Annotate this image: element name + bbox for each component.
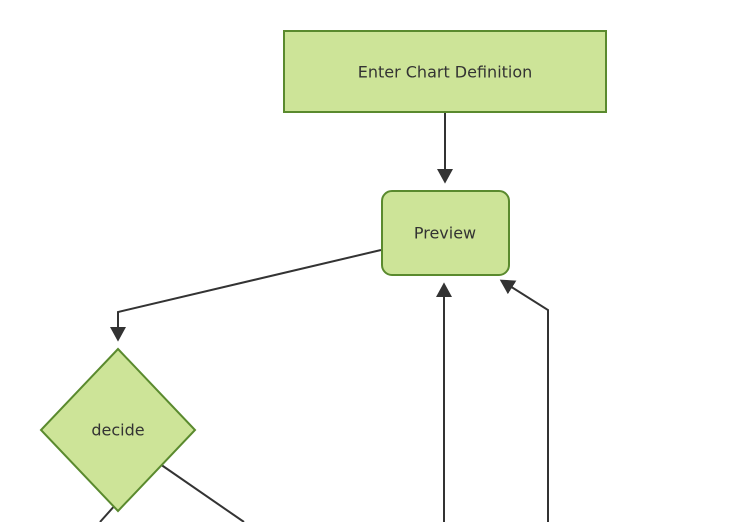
node-decide-label: decide [91, 421, 144, 440]
node-enter-chart-definition-shape[interactable] [283, 30, 607, 113]
node-preview-label: Preview [414, 224, 476, 243]
node-enter-chart-definition-label: Enter Chart Definition [358, 63, 533, 82]
edge-return-right-to-preview [499, 279, 549, 522]
node-decide[interactable]: decide [39, 347, 197, 513]
node-decide-shape[interactable] [39, 347, 197, 513]
edge-preview-to-decide [110, 249, 382, 342]
node-preview-shape[interactable] [381, 190, 510, 276]
node-preview[interactable]: Preview [381, 190, 510, 276]
edges-layer [99, 113, 549, 522]
node-enter-chart-definition[interactable]: Enter Chart Definition [283, 30, 607, 113]
edge-decide-out-right [159, 463, 245, 522]
